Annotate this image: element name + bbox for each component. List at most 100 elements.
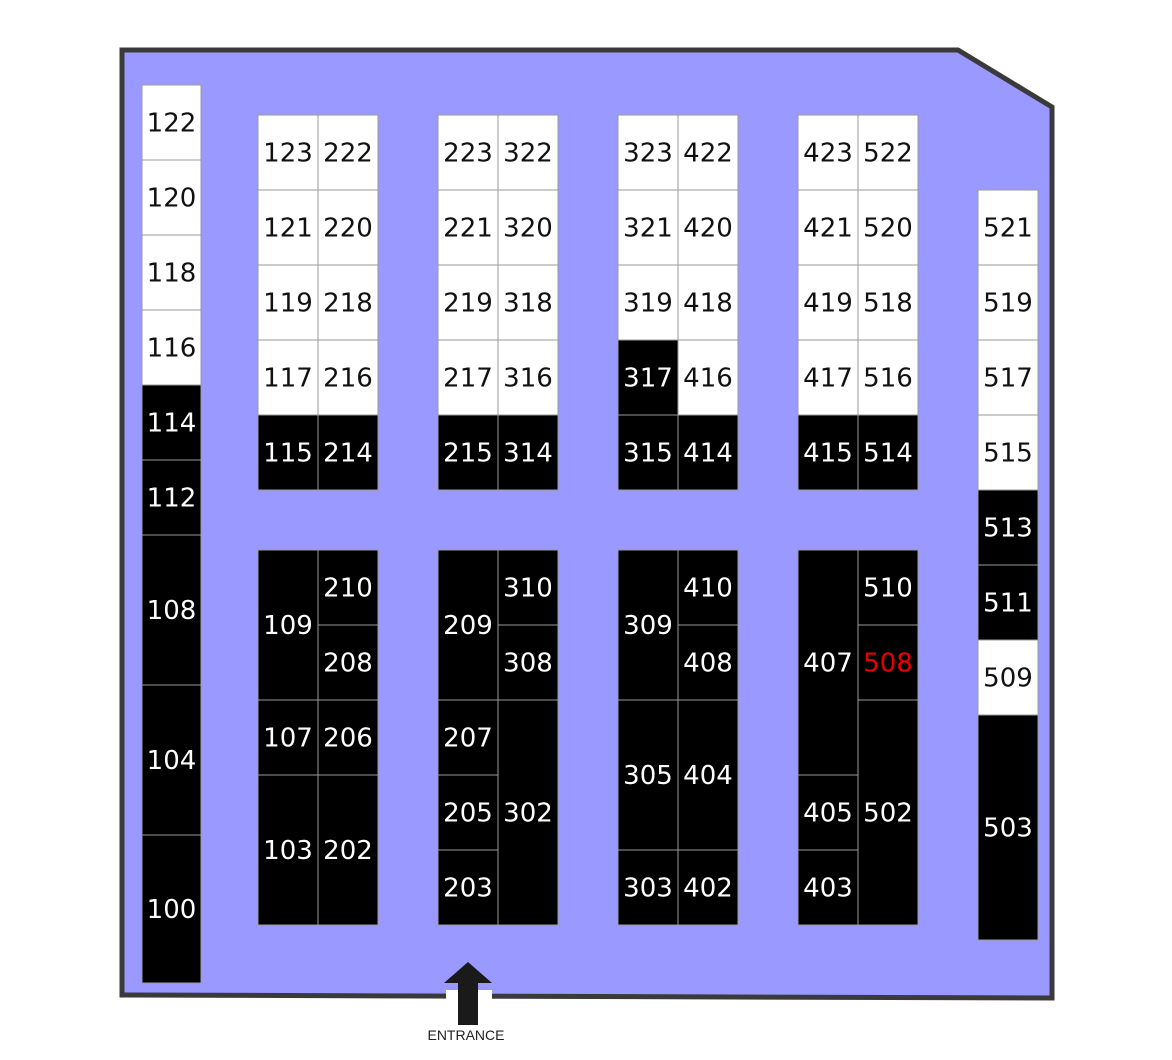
booth-309[interactable]: 309 — [617, 549, 679, 701]
booth-shape[interactable] — [317, 699, 379, 776]
booth-223[interactable]: 223 — [437, 114, 499, 191]
booth-517[interactable]: 517 — [977, 339, 1039, 416]
booth-315[interactable]: 315 — [617, 414, 679, 491]
booth-shape[interactable] — [257, 549, 319, 701]
booth-220[interactable]: 220 — [317, 189, 379, 266]
booth-shape[interactable] — [677, 414, 739, 491]
booth-shape[interactable] — [437, 774, 499, 851]
booth-shape[interactable] — [797, 549, 859, 776]
booth-519[interactable]: 519 — [977, 264, 1039, 341]
booth-shape[interactable] — [677, 699, 739, 851]
booth-shape[interactable] — [857, 339, 919, 416]
booth-123[interactable]: 123 — [257, 114, 319, 191]
booth-206[interactable]: 206 — [317, 699, 379, 776]
booth-310[interactable]: 310 — [497, 549, 559, 626]
booth-shape[interactable] — [257, 699, 319, 776]
booth-shape[interactable] — [141, 534, 202, 686]
booth-shape[interactable] — [797, 849, 859, 926]
booth-118[interactable]: 118 — [141, 234, 202, 311]
booth-503[interactable]: 503 — [977, 714, 1039, 941]
booth-422[interactable]: 422 — [677, 114, 739, 191]
booth-414[interactable]: 414 — [677, 414, 739, 491]
booth-121[interactable]: 121 — [257, 189, 319, 266]
booth-222[interactable]: 222 — [317, 114, 379, 191]
booth-214[interactable]: 214 — [317, 414, 379, 491]
booth-316[interactable]: 316 — [497, 339, 559, 416]
booth-shape[interactable] — [257, 114, 319, 191]
booth-shape[interactable] — [977, 414, 1039, 491]
booth-510[interactable]: 510 — [857, 549, 919, 626]
booth-207[interactable]: 207 — [437, 699, 499, 776]
booth-shape[interactable] — [617, 699, 679, 851]
booth-416[interactable]: 416 — [677, 339, 739, 416]
booth-208[interactable]: 208 — [317, 624, 379, 701]
booth-shape[interactable] — [857, 414, 919, 491]
booth-shape[interactable] — [141, 459, 202, 536]
booth-shape[interactable] — [497, 699, 559, 926]
booth-205[interactable]: 205 — [437, 774, 499, 851]
booth-shape[interactable] — [977, 714, 1039, 941]
booth-509[interactable]: 509 — [977, 639, 1039, 716]
booth-302[interactable]: 302 — [497, 699, 559, 926]
booth-120[interactable]: 120 — [141, 159, 202, 236]
booth-323[interactable]: 323 — [617, 114, 679, 191]
booth-shape[interactable] — [257, 339, 319, 416]
booth-318[interactable]: 318 — [497, 264, 559, 341]
booth-shape[interactable] — [797, 414, 859, 491]
booth-shape[interactable] — [497, 414, 559, 491]
booth-314[interactable]: 314 — [497, 414, 559, 491]
booth-shape[interactable] — [977, 189, 1039, 266]
booth-511[interactable]: 511 — [977, 564, 1039, 641]
booth-217[interactable]: 217 — [437, 339, 499, 416]
booth-420[interactable]: 420 — [677, 189, 739, 266]
booth-shape[interactable] — [437, 414, 499, 491]
booth-shape[interactable] — [317, 414, 379, 491]
booth-shape[interactable] — [857, 114, 919, 191]
booth-419[interactable]: 419 — [797, 264, 859, 341]
booth-215[interactable]: 215 — [437, 414, 499, 491]
booth-516[interactable]: 516 — [857, 339, 919, 416]
booth-shape[interactable] — [317, 624, 379, 701]
booth-321[interactable]: 321 — [617, 189, 679, 266]
booth-308[interactable]: 308 — [497, 624, 559, 701]
booth-shape[interactable] — [317, 549, 379, 626]
booth-shape[interactable] — [497, 624, 559, 701]
booth-407[interactable]: 407 — [797, 549, 859, 776]
booth-shape[interactable] — [141, 834, 202, 984]
booth-shape[interactable] — [257, 264, 319, 341]
booth-shape[interactable] — [317, 114, 379, 191]
booth-421[interactable]: 421 — [797, 189, 859, 266]
booth-shape[interactable] — [617, 339, 679, 416]
booth-shape[interactable] — [437, 849, 499, 926]
booth-shape[interactable] — [617, 264, 679, 341]
booth-508[interactable]: 508 — [857, 624, 919, 701]
booth-219[interactable]: 219 — [437, 264, 499, 341]
booth-103[interactable]: 103 — [257, 774, 319, 926]
booth-514[interactable]: 514 — [857, 414, 919, 491]
booth-shape[interactable] — [617, 849, 679, 926]
booth-410[interactable]: 410 — [677, 549, 739, 626]
booth-100[interactable]: 100 — [141, 834, 202, 984]
booth-shape[interactable] — [141, 159, 202, 236]
booth-shape[interactable] — [437, 699, 499, 776]
booth-116[interactable]: 116 — [141, 309, 202, 386]
booth-515[interactable]: 515 — [977, 414, 1039, 491]
booth-405[interactable]: 405 — [797, 774, 859, 851]
booth-216[interactable]: 216 — [317, 339, 379, 416]
booth-418[interactable]: 418 — [677, 264, 739, 341]
booth-402[interactable]: 402 — [677, 849, 739, 926]
booth-319[interactable]: 319 — [617, 264, 679, 341]
booth-209[interactable]: 209 — [437, 549, 499, 701]
booth-shape[interactable] — [857, 699, 919, 926]
booth-115[interactable]: 115 — [257, 414, 319, 491]
booth-shape[interactable] — [317, 774, 379, 926]
booth-417[interactable]: 417 — [797, 339, 859, 416]
booth-502[interactable]: 502 — [857, 699, 919, 926]
booth-221[interactable]: 221 — [437, 189, 499, 266]
booth-shape[interactable] — [497, 264, 559, 341]
booth-513[interactable]: 513 — [977, 489, 1039, 566]
booth-shape[interactable] — [857, 264, 919, 341]
booth-119[interactable]: 119 — [257, 264, 319, 341]
booth-320[interactable]: 320 — [497, 189, 559, 266]
booth-shape[interactable] — [257, 414, 319, 491]
